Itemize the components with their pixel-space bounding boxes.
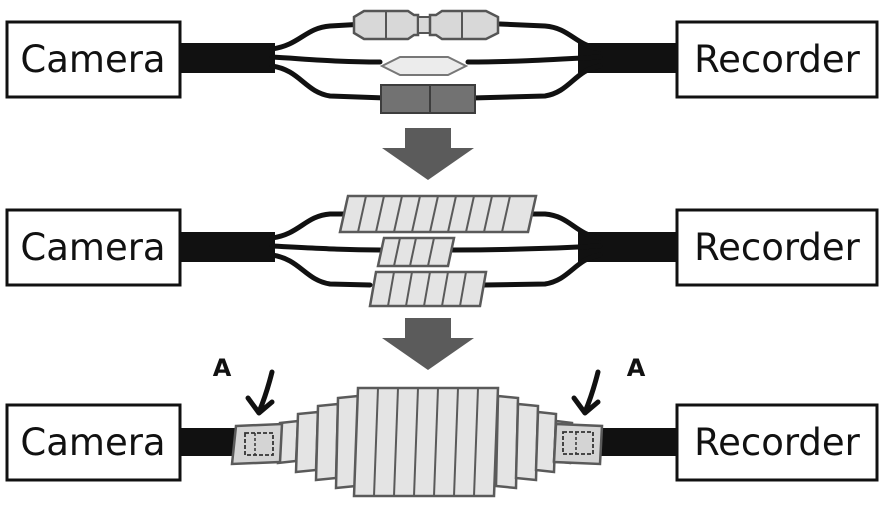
pointer-arrow-icon [571,369,601,416]
camera-cable-bundle [180,232,275,262]
data-connector [379,56,469,76]
clamp-a-left [230,422,284,466]
callout-a-right: A [627,354,646,382]
down-arrow-icon [382,318,474,370]
down-arrow-icon [382,128,474,180]
step-3: A A Camera Recorder [5,354,879,498]
split-wires [269,211,603,288]
camera-cable-bundle [180,43,275,73]
camera-box [5,403,182,482]
recorder-label: Recorder [694,226,861,269]
camera-cable [180,428,240,456]
tape-wrap [338,194,538,234]
recorder-box [675,403,879,482]
recorder-label: Recorder [694,38,861,81]
camera-label: Camera [20,38,165,81]
clamp-a-right [552,422,604,466]
power-connector [380,84,476,114]
bnc-connector [352,9,500,41]
camera-box [5,208,182,287]
recorder-cable [600,428,678,456]
recorder-box [675,20,879,99]
tape-wrap [368,270,488,308]
split-wires [269,21,603,101]
tape-wrap [376,236,456,268]
camera-label: Camera [20,226,165,269]
recorder-box [675,208,879,287]
step-2: Camera Recorder [5,194,879,308]
pointer-arrow-icon [245,369,275,416]
step-1: Camera Recorder [5,9,879,114]
recorder-label: Recorder [694,421,861,464]
callout-a-left: A [213,354,232,382]
tape-wrap-assembly [276,386,574,498]
camera-box [5,20,182,99]
camera-label: Camera [20,421,165,464]
